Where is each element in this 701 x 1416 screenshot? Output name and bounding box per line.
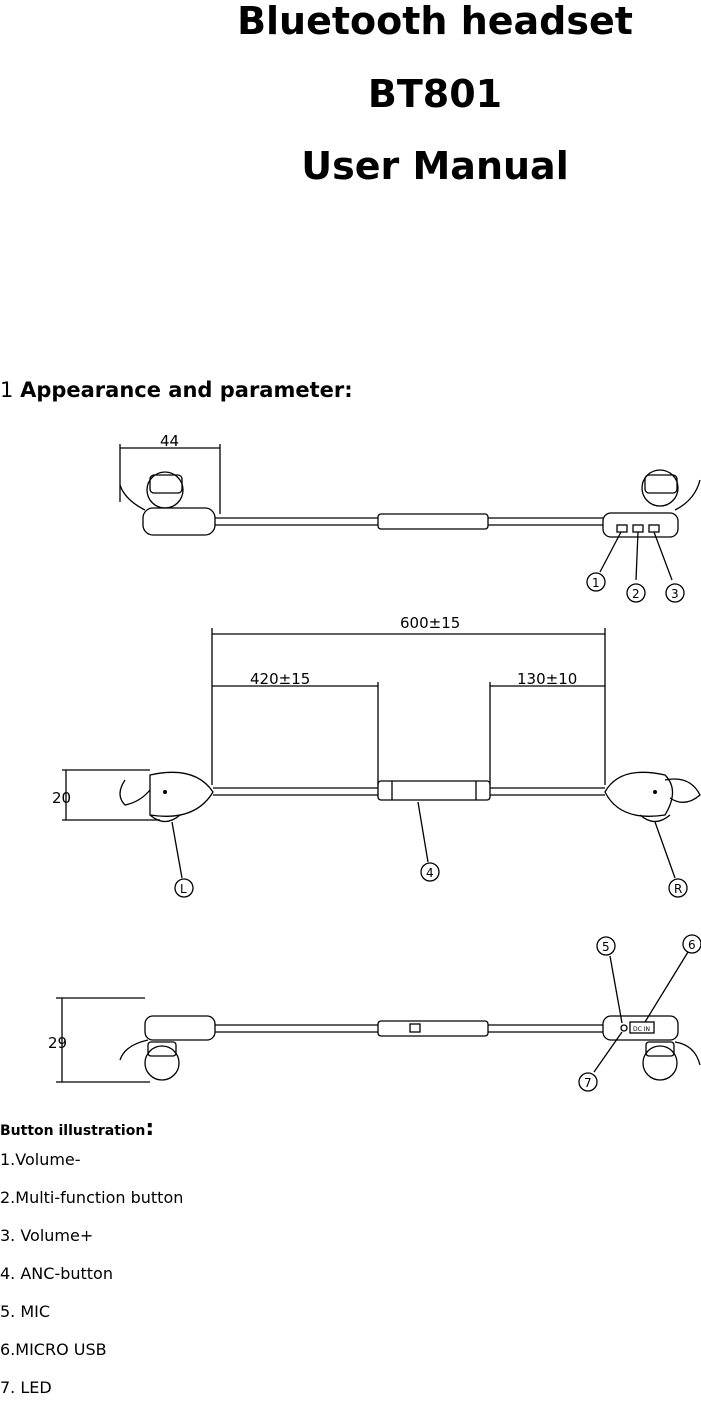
bottom-view: 29 DC IN 5 6 7 bbox=[48, 934, 701, 1092]
callout-3: 3 bbox=[671, 587, 679, 601]
callout-6: 6 bbox=[688, 938, 696, 952]
list-item: 5. MIC bbox=[0, 1302, 51, 1321]
dim-right-length: 130±10 bbox=[517, 670, 577, 688]
dim-total-length: 600±15 bbox=[400, 614, 460, 632]
callout-left: L bbox=[180, 882, 187, 896]
title-line-2: BT801 bbox=[367, 72, 503, 116]
headset-drawing: 44 1 2 3 600±15 bbox=[48, 432, 701, 1092]
list-item: 6.MICRO USB bbox=[0, 1340, 107, 1359]
side-view: 600±15 420±15 130±10 20 L bbox=[52, 614, 701, 898]
section-heading: 1 Appearance and parameter: bbox=[0, 378, 353, 402]
list-item: 3. Volume+ bbox=[0, 1226, 94, 1245]
callout-4: 4 bbox=[426, 866, 434, 880]
button-illustration-label: Button illustration bbox=[0, 1123, 146, 1139]
list-item: 1.Volume- bbox=[0, 1150, 81, 1169]
dim-bottom-height: 29 bbox=[48, 1034, 67, 1052]
port-label: DC IN bbox=[633, 1026, 650, 1033]
button-list: 1.Volume- 2.Multi-function button 3. Vol… bbox=[0, 1150, 183, 1416]
list-item: 7. LED bbox=[0, 1378, 52, 1397]
list-item: 2.Multi-function button bbox=[0, 1188, 184, 1207]
dim-width-top: 44 bbox=[160, 432, 179, 450]
section-title: Appearance and parameter: bbox=[20, 378, 353, 402]
list-item: 4. ANC-button bbox=[0, 1264, 113, 1283]
callout-right: R bbox=[674, 882, 682, 896]
dim-side-height: 20 bbox=[52, 789, 71, 807]
title-line-3: User Manual bbox=[301, 144, 569, 188]
callout-1: 1 bbox=[592, 576, 600, 590]
title-line-1: Bluetooth headset bbox=[237, 0, 633, 43]
callout-7: 7 bbox=[584, 1076, 592, 1090]
callout-5: 5 bbox=[602, 940, 610, 954]
callout-2: 2 bbox=[632, 587, 640, 601]
section-number: 1 bbox=[0, 378, 14, 402]
heading-colon: : bbox=[145, 1116, 155, 1141]
button-illustration-heading: Button illustration: bbox=[0, 1116, 154, 1141]
top-view: 44 1 2 3 bbox=[119, 432, 701, 603]
dim-left-length: 420±15 bbox=[250, 670, 310, 688]
